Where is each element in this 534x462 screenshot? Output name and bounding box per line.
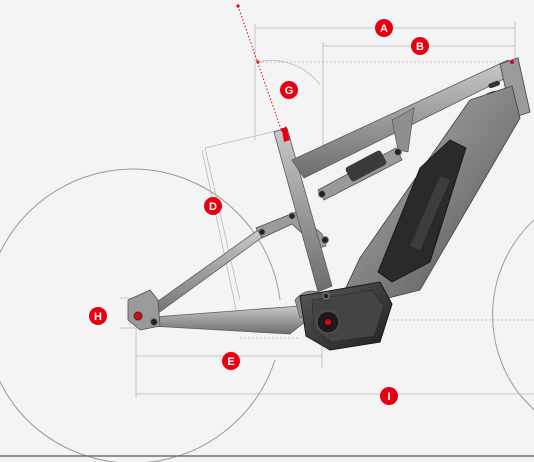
svg-text:H: H bbox=[94, 311, 102, 323]
label-badge-h: H bbox=[89, 307, 107, 325]
svg-text:I: I bbox=[387, 391, 390, 403]
rear-shock-icon bbox=[317, 147, 403, 201]
rear-wheel-arc-upper bbox=[149, 169, 281, 301]
rear-wheel-outline bbox=[0, 168, 151, 411]
label-badge-g: G bbox=[280, 81, 298, 99]
svg-text:B: B bbox=[416, 41, 424, 53]
label-badge-a: A bbox=[375, 19, 393, 37]
svg-text:A: A bbox=[380, 23, 388, 35]
motor-housing-icon bbox=[299, 281, 393, 351]
label-badge-i: I bbox=[380, 387, 398, 405]
svg-text:G: G bbox=[285, 85, 294, 97]
label-badge-d: D bbox=[204, 197, 222, 215]
rear-wheel-outline-lower bbox=[17, 359, 276, 462]
bike-frame-illustration bbox=[127, 57, 531, 351]
rear-axle-red-dot bbox=[133, 311, 143, 321]
seat-angle-line bbox=[237, 5, 283, 133]
battery-pack-icon bbox=[377, 139, 467, 283]
front-wheel-outline bbox=[492, 219, 534, 411]
label-badge-b: B bbox=[411, 37, 429, 55]
label-badge-e: E bbox=[222, 352, 240, 370]
svg-text:D: D bbox=[209, 201, 217, 213]
svg-text:E: E bbox=[227, 356, 234, 368]
